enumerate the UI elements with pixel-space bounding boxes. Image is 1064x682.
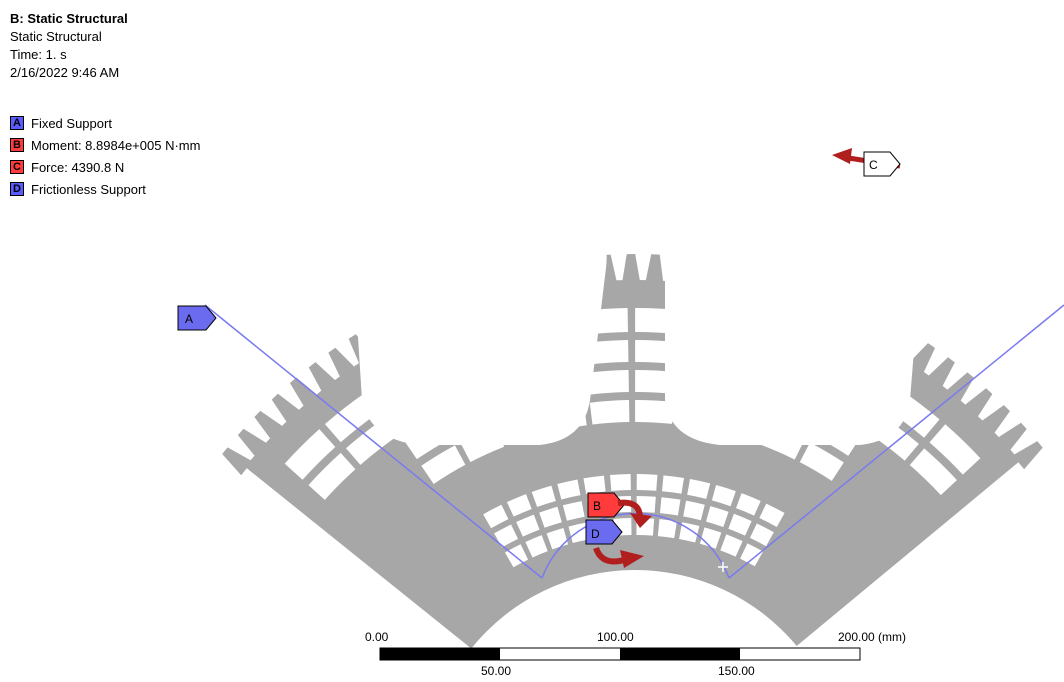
cutout (736, 493, 761, 516)
tag-label-a: A (185, 312, 193, 326)
scale-label-100: 100.00 (597, 630, 634, 644)
cutout (664, 223, 918, 445)
scale-label-150: 150.00 (718, 664, 755, 678)
cutout (506, 494, 532, 517)
cutout (687, 478, 711, 499)
analysis-title: B: Static Structural (10, 11, 128, 26)
cutout (562, 501, 585, 521)
gear-tooth (328, 347, 356, 379)
cutout (610, 474, 631, 491)
cutout (525, 535, 548, 558)
gear-tooth (997, 422, 1027, 452)
cutout (483, 504, 509, 529)
gear-tooth (980, 405, 1010, 435)
legend-item-fixed-support[interactable]: A Fixed Support (10, 112, 200, 134)
analysis-date: 2/16/2022 9:46 AM (10, 65, 120, 80)
gear-tooth (908, 343, 936, 374)
legend-item-force[interactable]: C Force: 4390.8 N (10, 156, 200, 178)
gear-tooth (271, 393, 301, 424)
frictionless-support-tag[interactable]: D (585, 519, 623, 545)
cutout (635, 400, 675, 424)
cutout (636, 496, 656, 513)
cutout (706, 506, 729, 527)
cutout (516, 514, 540, 537)
cutout (583, 475, 606, 495)
cutout (636, 474, 658, 491)
cutout (531, 485, 556, 508)
tag-label-d: D (591, 527, 600, 541)
legend-label: Moment: 8.8984e+005 N·mm (31, 137, 201, 153)
cutout (728, 513, 752, 536)
gear-tooth (1012, 441, 1043, 470)
tag-label-b: B (593, 499, 601, 513)
cutout (557, 479, 581, 500)
legend-key-a: A (10, 116, 24, 130)
legend-item-frictionless-support[interactable]: D Frictionless Support (10, 178, 200, 200)
cutout (711, 484, 736, 507)
crosshair-icon (718, 562, 728, 572)
cutout (659, 497, 681, 516)
gear-tooth (222, 447, 253, 476)
fixed-support-tag[interactable]: A (177, 305, 217, 331)
cutout (494, 524, 519, 548)
gear-tooth (289, 377, 319, 408)
gear-tooth (254, 410, 284, 440)
fixed-support-edge (204, 304, 543, 579)
analysis-time: Time: 1. s (10, 47, 67, 62)
cutout (679, 522, 700, 543)
gear-tooth (622, 254, 641, 283)
cutout (683, 500, 705, 521)
analysis-subtitle: Static Structural (10, 29, 102, 44)
legend-key-b: B (10, 138, 24, 152)
cutout (421, 445, 466, 484)
gear-sector-part[interactable] (222, 219, 1043, 649)
cutout (720, 534, 743, 557)
cutout (589, 400, 630, 425)
scale-label-0: 0.00 (365, 630, 389, 644)
frictionless-support-edge (541, 512, 730, 579)
cutout (586, 370, 629, 395)
boundary-condition-legend: A Fixed Support B Moment: 8.8984e+005 N·… (10, 112, 200, 200)
legend-key-d: D (10, 182, 24, 196)
legend-item-moment[interactable]: B Moment: 8.8984e+005 N·mm (10, 134, 200, 156)
cutout (740, 543, 764, 567)
legend-label: Force: 4390.8 N (31, 159, 125, 175)
cutout (355, 219, 607, 445)
scale-label-50: 50.00 (481, 664, 512, 678)
cutout (749, 523, 774, 547)
cutout (699, 527, 722, 549)
cutout (799, 442, 844, 481)
gear-tooth (927, 357, 955, 388)
scale-label-200: 200.00 (mm) (838, 630, 907, 644)
gear-tooth (237, 428, 268, 458)
result-header: B: Static Structural Static Structural T… (10, 10, 128, 82)
fixed-support-edge-right (728, 304, 1064, 579)
cutout (284, 429, 336, 480)
cutout (909, 448, 957, 496)
cutout (308, 452, 356, 500)
cutout (539, 506, 562, 528)
legend-key-c: C (10, 160, 24, 174)
force-tag[interactable]: C (832, 148, 901, 177)
cutout (662, 475, 684, 494)
legend-label: Frictionless Support (31, 181, 146, 197)
gear-tooth (645, 254, 664, 283)
scale-bar (379, 647, 861, 661)
cutout (657, 519, 677, 539)
tag-label-c: C (869, 158, 878, 172)
cutout (759, 503, 785, 528)
moment-arrow-icon (593, 499, 652, 568)
moment-tag[interactable]: B (587, 492, 625, 518)
gear-tooth (308, 362, 337, 393)
gear-tooth (963, 388, 993, 418)
cutout (929, 424, 981, 475)
legend-label: Fixed Support (31, 115, 112, 131)
